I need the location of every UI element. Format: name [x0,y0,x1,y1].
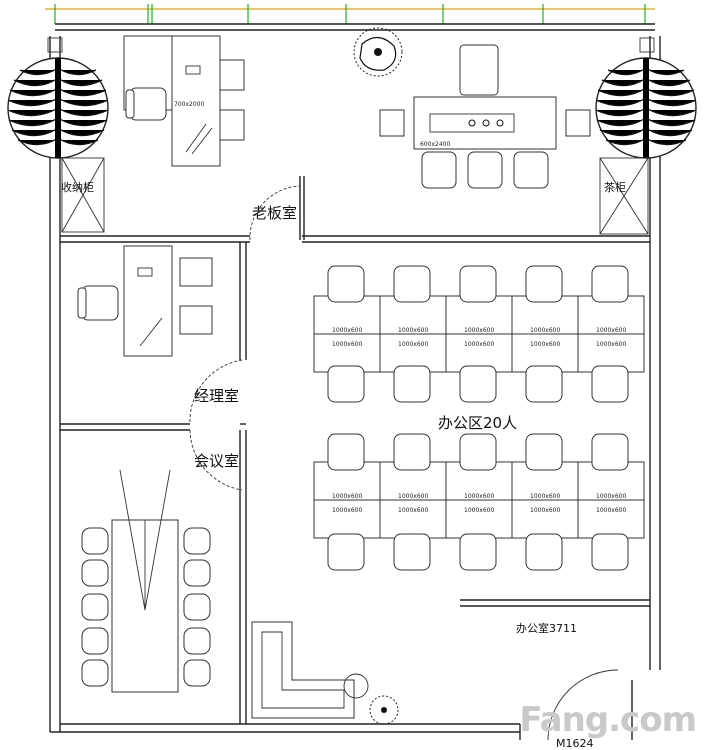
entrance-door [519,669,633,741]
chair-icon [459,265,497,303]
workstation-dimension: 1000x600 [464,341,494,348]
chair-icon-boss [125,87,167,121]
boss-desk-dimension: 700x2000 [174,101,204,108]
chair-icon [393,265,431,303]
curtain-icon-left [7,57,109,159]
room-label-manager: 经理室 [194,387,239,405]
chair-icon [327,265,365,303]
manager-desk [123,245,213,357]
boss-room-walls [60,176,650,243]
meeting-table [111,469,179,693]
chair-icon [81,627,109,655]
workstation-dimension: 1000x600 [596,341,626,348]
chair-icon [591,433,629,471]
workstation-dimension: 1000x600 [398,493,428,500]
watermark-logo: Fang.com [519,700,697,740]
desk-icon [577,499,645,539]
watermark: Fang.com [519,700,697,740]
chair-icon [591,533,629,571]
chair-icon [327,365,365,403]
room-label-boss: 老板室 [252,204,297,222]
workstation-dimension: 1000x600 [332,327,362,334]
door-code: M1624 [556,737,594,750]
chair-icon [459,533,497,571]
sofa-icon [251,621,369,719]
chair-icon [591,265,629,303]
workstation-dimension: 1000x600 [530,507,560,514]
chair-icon [183,559,211,587]
meeting-chairs [81,527,211,687]
workstation-dimension: 1000x600 [596,493,626,500]
workstation-dimension: 1000x600 [464,507,494,514]
chair-icon-manager [77,285,119,321]
workstation-dimension: 1000x600 [398,327,428,334]
plant-icon-bottom [369,695,399,725]
workstation-dimension: 1000x600 [596,507,626,514]
chair-icon [183,659,211,687]
desk-icon [313,499,381,539]
chair-icon [393,365,431,403]
workstation-dimension: 1000x600 [464,493,494,500]
desk-icon [379,499,447,539]
workstation-dimension: 1000x600 [530,327,560,334]
chair-icon [81,659,109,687]
cabinet-label-left: 收纳柜 [61,180,94,194]
chair-icon [327,433,365,471]
workstation-dimension: 1000x600 [530,341,560,348]
tea-table [379,44,591,189]
manager-room-walls [60,242,247,724]
chair-icon [525,433,563,471]
chair-icon [525,365,563,403]
top-dimension-line [45,4,655,24]
workstation-dimension: 1000x600 [398,341,428,348]
workstation-dimension: 1000x600 [332,507,362,514]
chair-icon [81,593,109,621]
workstation-dimension: 1000x600 [332,341,362,348]
desk-icon [445,499,513,539]
workstation-cluster: 1000x600 1000x600 1000x600 1000x600 1000x600… [313,265,645,571]
chair-icon [459,433,497,471]
workstation-dimension: 1000x600 [398,507,428,514]
room-label-office-number: 办公室3711 [516,621,577,635]
tea-cabinet-right [599,157,649,235]
workstation-dimension: 1000x600 [332,493,362,500]
chair-icon [81,527,109,555]
workstation-dimension: 1000x600 [530,493,560,500]
workstation-dimension: 1000x600 [596,327,626,334]
chair-icon [183,627,211,655]
chair-icon [393,433,431,471]
chair-icon [459,365,497,403]
desk-icon [511,499,579,539]
cabinet-label-right: 茶柜 [604,181,626,194]
chair-icon [183,593,211,621]
chair-icon [525,265,563,303]
chair-icon [183,527,211,555]
workstation-dimension: 1000x600 [464,327,494,334]
tea-table-dimension: 600x2400 [420,141,450,148]
chair-icon [393,533,431,571]
chair-icon [591,365,629,403]
plant-icon-top [353,27,403,77]
storage-cabinet-left [61,157,105,233]
room-label-open-office: 办公区20人 [438,414,517,432]
room-label-meeting: 会议室 [194,452,239,470]
chair-icon [327,533,365,571]
chair-icon [81,559,109,587]
curtain-icon-right [595,57,697,159]
chair-icon [525,533,563,571]
